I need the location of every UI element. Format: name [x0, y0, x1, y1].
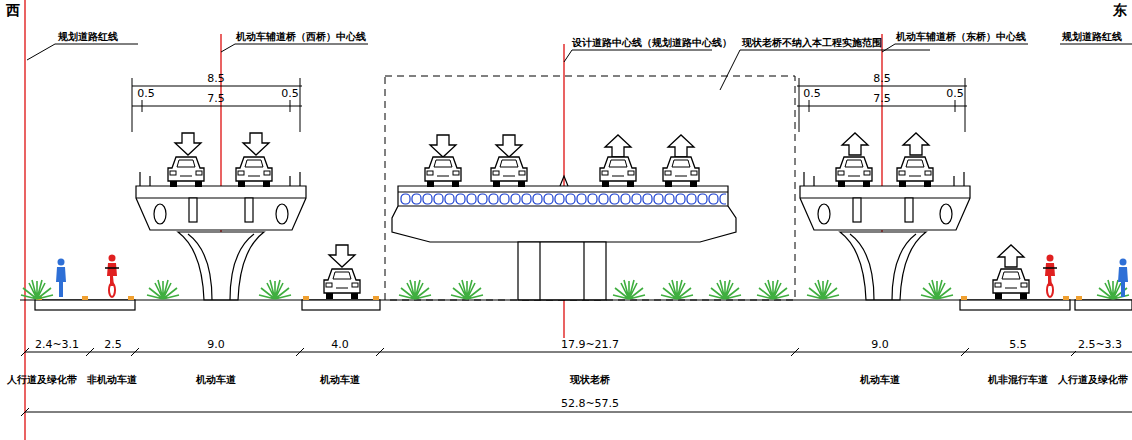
drawing-label: 西	[6, 3, 20, 18]
drawing-label: 7.5	[207, 93, 225, 105]
drawing-label: 机动车辅道桥（东桥）中心线	[896, 31, 1026, 42]
drawing-label: 2.4~3.1	[33, 339, 81, 351]
drawing-label: 0.5	[137, 88, 155, 100]
drawing-label: 4.0	[329, 339, 351, 351]
drawing-label: 现状老桥	[570, 374, 610, 385]
drawing-label: 机动车道	[320, 374, 360, 385]
drawing-label: 机动车道	[860, 374, 900, 385]
drawing-label: 机动车道	[196, 374, 236, 385]
drawing-label: 0.5	[946, 88, 964, 100]
drawing-label: 东	[1113, 3, 1127, 18]
drawing-label: 8.5	[873, 73, 891, 85]
drawing-label: 机动车辅道桥（西桥）中心线	[236, 31, 366, 42]
drawing-label: 17.9~21.7	[559, 339, 621, 351]
drawing-label: 现状老桥不纳入本工程实施范围	[742, 37, 882, 48]
greenery	[21, 280, 1129, 299]
west-bridge	[136, 172, 306, 300]
drawing-label: 2.5~3.3	[1076, 339, 1124, 351]
people	[56, 255, 1128, 298]
drawing-label: 5.5	[1007, 339, 1029, 351]
drawing-label: 0.5	[803, 88, 821, 100]
drawing-label: 0.5	[281, 88, 299, 100]
drawing-label: 9.0	[869, 339, 891, 351]
red-lines	[25, 0, 882, 440]
drawing-label: 2.5	[102, 339, 124, 351]
drawing-label: 规划道路红线	[58, 31, 118, 42]
leader-lines	[27, 44, 1132, 90]
old-bridge-boundary	[385, 76, 795, 300]
east-bridge	[800, 172, 970, 300]
drawing-label: 8.5	[207, 73, 225, 85]
drawing-label: 机非混行车道	[988, 374, 1048, 385]
drawing-label: 7.5	[873, 93, 891, 105]
drawing-label: 人行道及绿化带	[7, 374, 77, 385]
drawing-label: 非机动车道	[87, 374, 137, 385]
drawing-label: 设计道路中心线（规划道路中心线）	[572, 37, 732, 48]
drawing-label: 人行道及绿化带	[1058, 374, 1128, 385]
ground	[20, 296, 1132, 310]
drawing-label: 52.8~57.5	[561, 398, 619, 410]
drawing-label: 规划道路红线	[1062, 31, 1122, 42]
old-bridge	[392, 176, 736, 300]
cars-and-arrows	[168, 133, 1029, 299]
drawing-label: 9.0	[205, 339, 227, 351]
top-dimensions	[132, 78, 967, 132]
bottom-dimensions	[21, 348, 1132, 416]
